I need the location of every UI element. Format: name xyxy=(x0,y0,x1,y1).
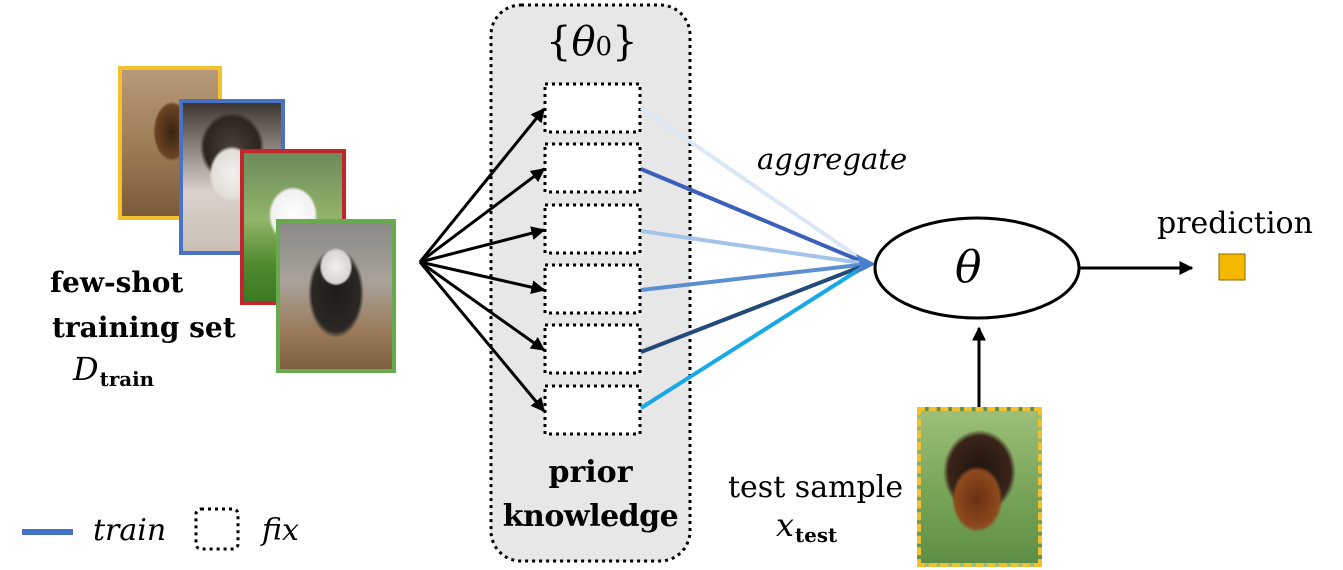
title-theta: θ xyxy=(571,19,596,65)
prior-knowledge-label-line2: knowledge xyxy=(502,499,679,534)
model-theta-node xyxy=(873,216,1081,320)
fanout-arrow xyxy=(419,226,546,264)
parameter-box xyxy=(543,142,642,194)
fanout-arrow xyxy=(419,260,546,352)
training-set-symbol-d: D xyxy=(73,350,99,388)
aggregate-arrowhead xyxy=(856,254,876,274)
prior-block-title: {θ0} xyxy=(546,18,638,71)
training-set-label-line1: few-shot xyxy=(50,266,184,299)
parameter-box xyxy=(543,323,642,375)
aggregate-edge xyxy=(639,106,870,266)
fanout-arrow xyxy=(418,107,546,263)
parameter-box xyxy=(543,384,642,436)
fanout-arrow xyxy=(418,261,546,413)
aggregate-edge xyxy=(640,167,869,266)
test-sample-symbol: xtest xyxy=(776,506,837,548)
aggregate-edge xyxy=(640,262,869,292)
parameter-box xyxy=(543,82,642,134)
title-open-brace: { xyxy=(546,19,572,65)
prediction-label: prediction xyxy=(1157,206,1313,241)
parameter-box xyxy=(543,203,642,255)
legend-fix-box xyxy=(194,507,240,551)
test-sample-label: test sample xyxy=(728,470,904,505)
aggregate-edge xyxy=(640,262,869,354)
training-set-symbol: Dtrain xyxy=(73,350,154,392)
prediction-marker xyxy=(1218,253,1246,281)
fanout-arrows xyxy=(418,107,546,413)
aggregate-label: aggregate xyxy=(757,142,908,176)
aggregate-edge xyxy=(639,262,870,410)
malamute-standing-image xyxy=(276,219,396,373)
test-sample-symbol-subscript: test xyxy=(795,522,838,547)
parameter-box xyxy=(543,263,642,315)
model-theta-symbol: θ xyxy=(955,242,982,293)
legend-fix-label: fix xyxy=(262,513,299,548)
prior-knowledge-label-line1: prior xyxy=(548,455,633,490)
test-sample-symbol-x: x xyxy=(776,506,795,544)
test-sample-image xyxy=(917,407,1042,567)
aggregate-edge xyxy=(640,229,869,266)
title-close-brace: } xyxy=(612,19,638,65)
fanout-arrow xyxy=(419,260,546,295)
training-set-label-line2: training set xyxy=(52,311,236,344)
title-subscript: 0 xyxy=(595,32,613,62)
legend-train-label: train xyxy=(93,513,167,548)
aggregate-edges xyxy=(639,106,876,410)
training-set-symbol-subscript: train xyxy=(99,366,155,391)
fanout-arrow xyxy=(419,167,546,264)
